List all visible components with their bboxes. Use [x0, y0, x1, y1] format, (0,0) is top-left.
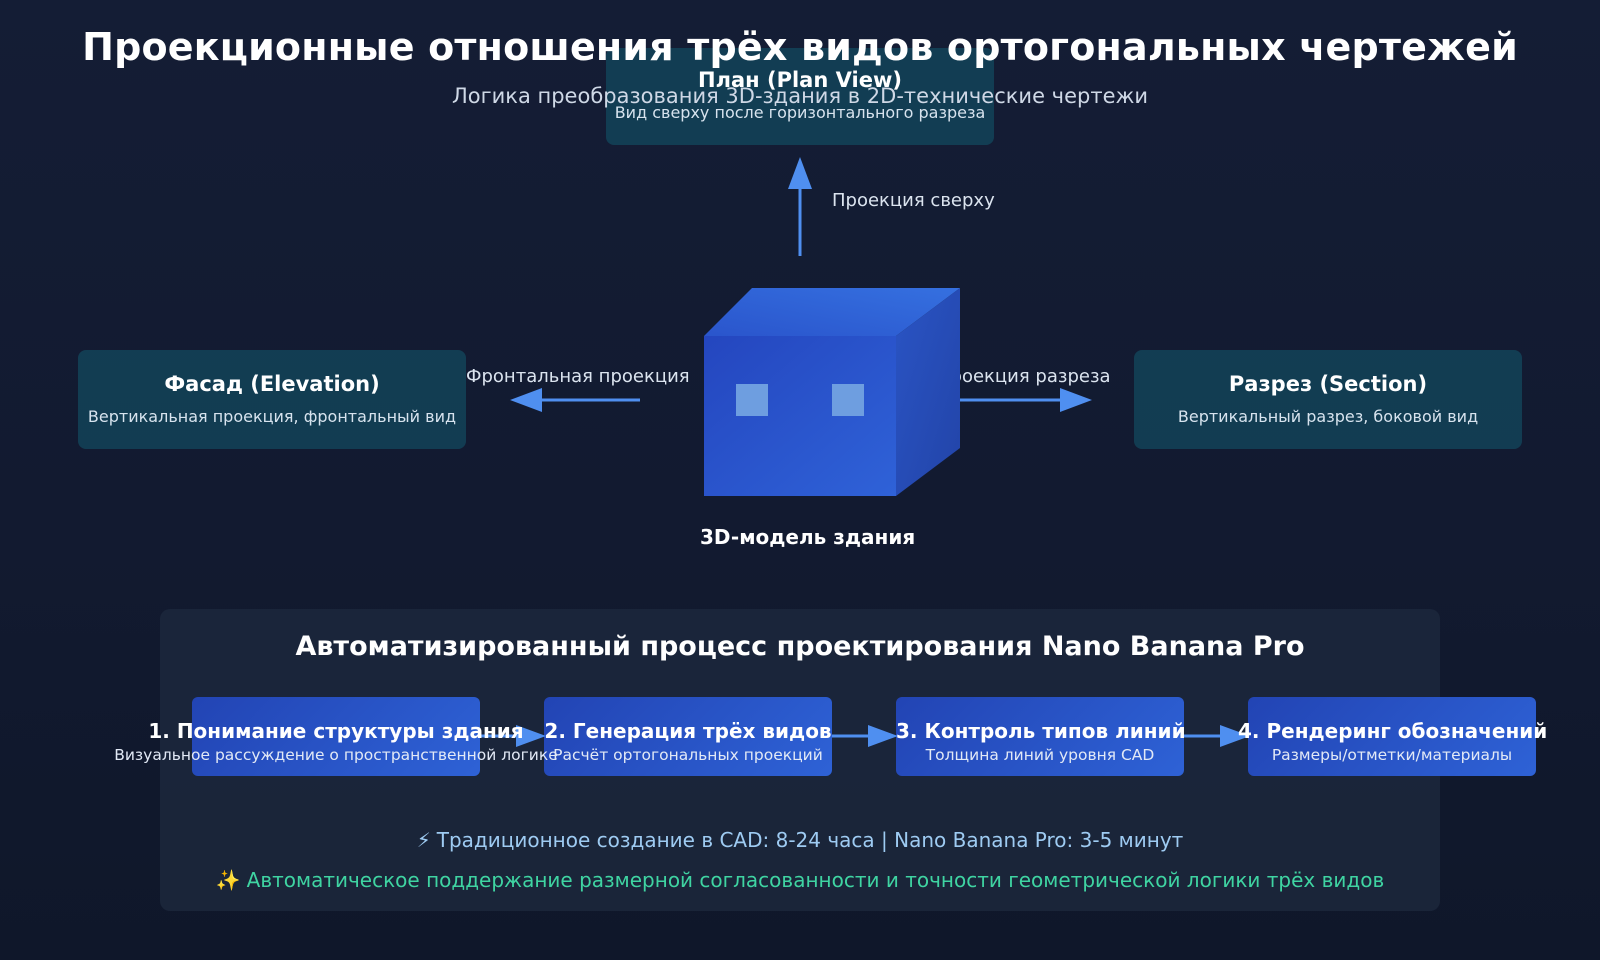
plan-view-description: Вид сверху после горизонтального разреза: [614, 103, 986, 122]
section-view-box: Разрез (Section) Вертикальный разрез, бо…: [1134, 350, 1522, 449]
process-step-title: 2. Генерация трёх видов: [544, 719, 832, 743]
model-label: 3D-модель здания: [700, 525, 916, 549]
process-step-description: Размеры/отметки/материалы: [1271, 746, 1513, 764]
process-step-box: [192, 697, 480, 776]
accuracy-text: Автоматическое поддержание размерной сог…: [246, 868, 1385, 892]
cube-front-face: [704, 336, 896, 496]
top-projection-label: Проекция сверху: [832, 190, 995, 211]
cube-side-face: [896, 288, 960, 496]
cube-top-face: [704, 288, 960, 336]
process-title: Автоматизированный процесс проектировани…: [295, 631, 1305, 662]
process-step-box: [896, 697, 1184, 776]
section-view-description: Вертикальный разрез, боковой вид: [1177, 407, 1479, 426]
page-title: Проекционные отношения трёх видов ортого…: [82, 25, 1518, 69]
front-projection-label: Фронтальная проекция: [466, 366, 690, 387]
accuracy-note: ✨Автоматическое поддержание размерной со…: [0, 868, 1600, 892]
lightning-icon: ⚡: [416, 828, 431, 852]
plan-view-box: План (Plan View) Вид сверху после горизо…: [606, 48, 994, 145]
section-view-title: Разрез (Section): [1228, 372, 1428, 396]
process-step-description: Толщина линий уровня CAD: [925, 746, 1155, 764]
process-step-title: 3. Контроль типов линий: [896, 719, 1186, 743]
process-step-title: 4. Рендеринг обозначений: [1238, 719, 1548, 743]
building-3d-cube: [704, 288, 960, 496]
sparkles-icon: ✨: [215, 868, 241, 892]
process-step-box: [1248, 697, 1536, 776]
time-comparison-text: Традиционное создание в CAD: 8-24 часа |…: [436, 828, 1184, 852]
cube-window: [736, 384, 768, 416]
facade-view-title: Фасад (Elevation): [164, 372, 380, 396]
plan-view-title: План (Plan View): [698, 68, 902, 92]
arrow-right-to-section: [960, 388, 1092, 412]
process-step-description: Расчёт ортогональных проекций: [553, 746, 823, 764]
process-step-description: Визуальное рассуждение о пространственно…: [114, 746, 558, 764]
process-step-box: [544, 697, 832, 776]
time-comparison-note: ⚡Традиционное создание в CAD: 8-24 часа …: [0, 828, 1600, 852]
process-step-title: 1. Понимание структуры здания: [148, 719, 524, 743]
cube-window: [832, 384, 864, 416]
section-projection-label: Проекция разреза: [937, 366, 1111, 387]
arrow-left-to-facade: [510, 388, 640, 412]
facade-view-box: Фасад (Elevation) Вертикальная проекция,…: [78, 350, 466, 449]
arrow-up-to-plan: [788, 157, 812, 256]
facade-view-description: Вертикальная проекция, фронтальный вид: [87, 407, 457, 426]
page-subtitle: Логика преобразования 3D-здания в 2D-тех…: [451, 84, 1149, 108]
